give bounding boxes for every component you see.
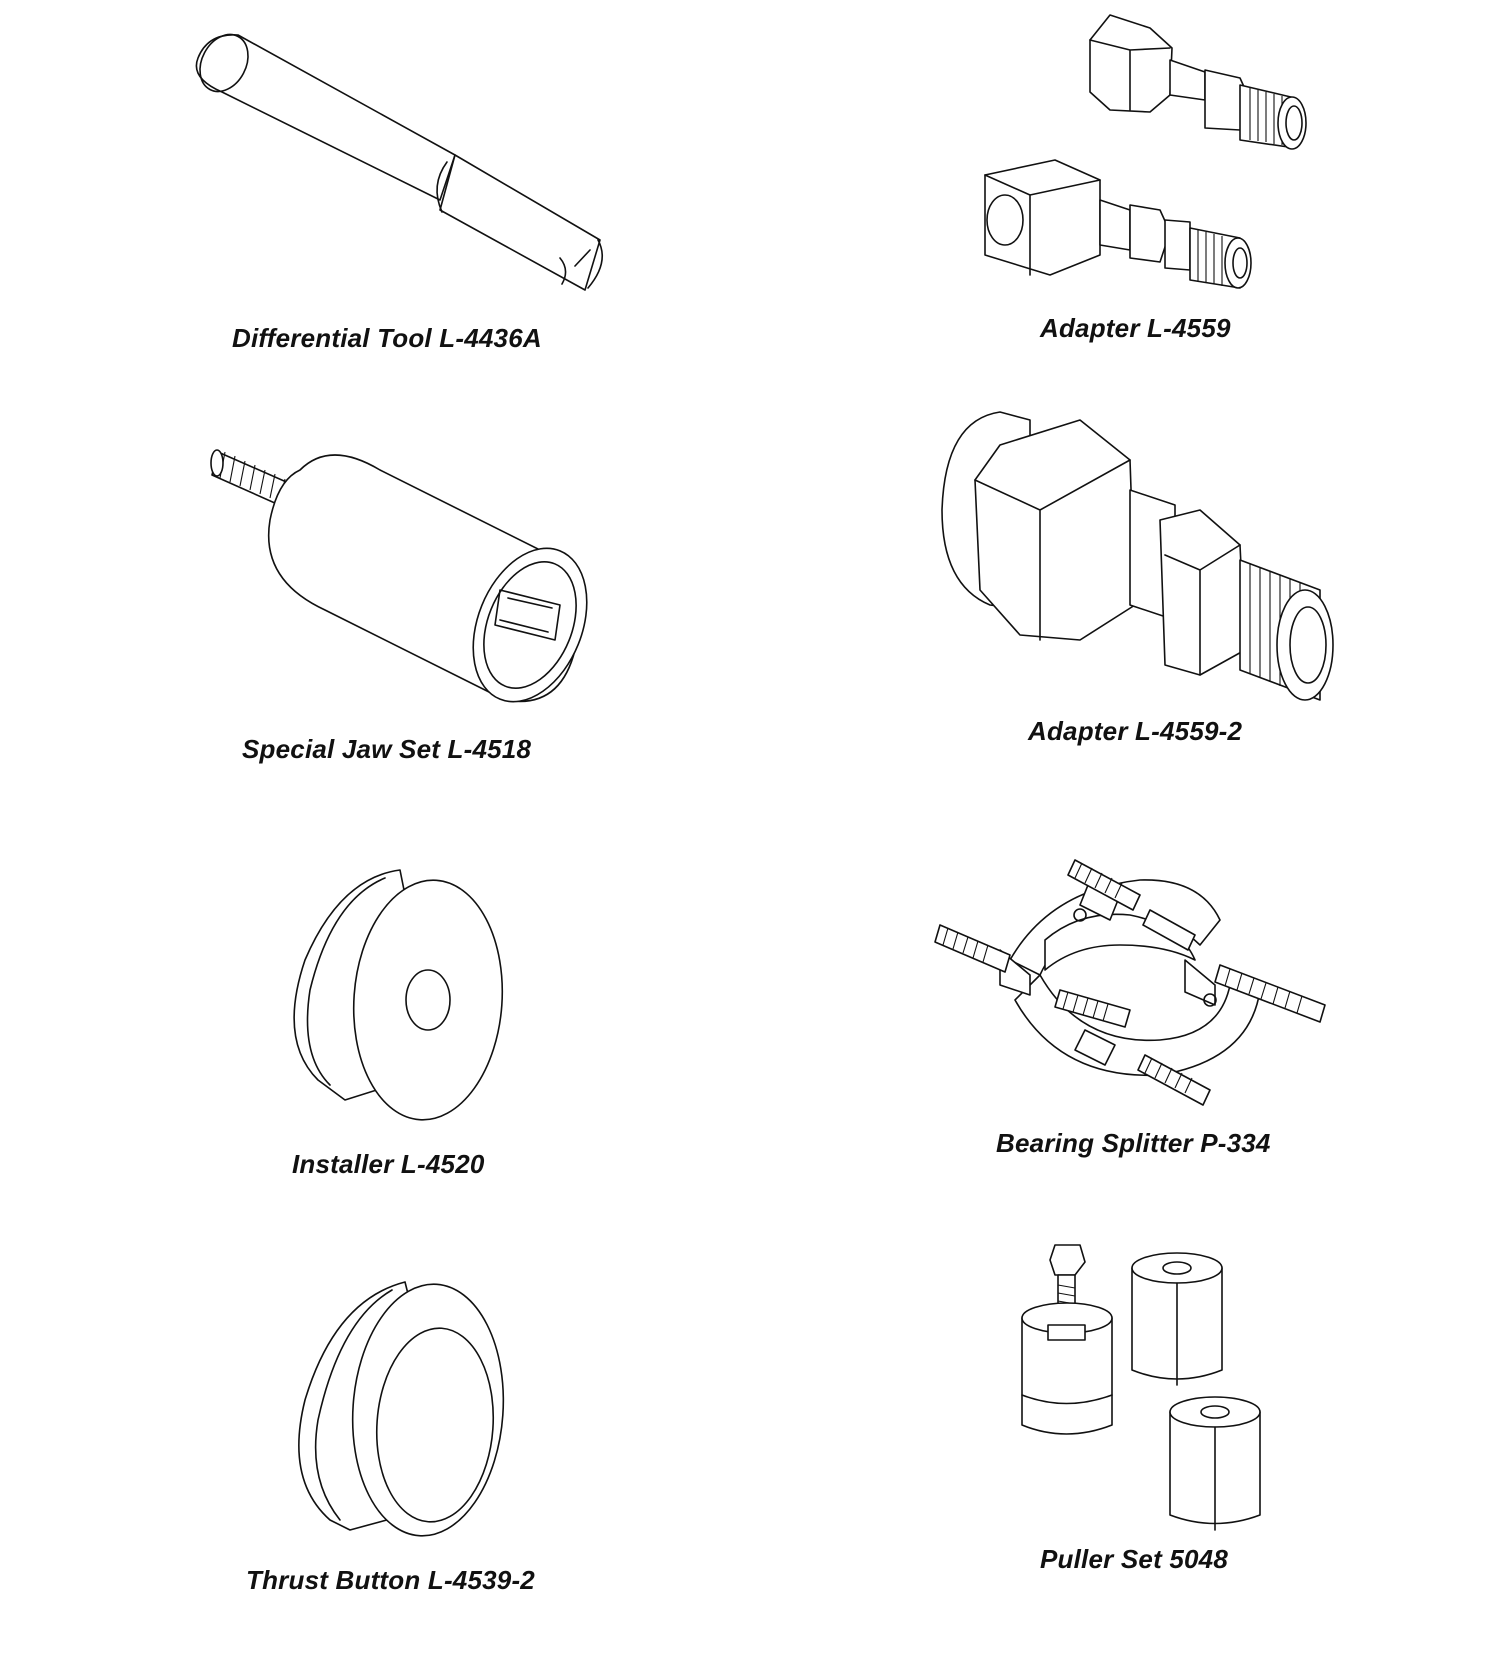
tool-caption: Adapter L-4559-2	[1028, 716, 1243, 746]
tool-caption: Installer L-4520	[292, 1149, 485, 1179]
tool-caption: Differential Tool L-4436A	[232, 323, 542, 353]
tool-caption: Puller Set 5048	[1040, 1544, 1228, 1574]
tool-caption: Special Jaw Set L-4518	[242, 734, 532, 764]
tool-caption: Adapter L-4559	[1040, 313, 1231, 343]
tool-caption: Bearing Splitter P-334	[996, 1128, 1271, 1158]
tool-caption: Thrust Button L-4539-2	[246, 1565, 535, 1595]
